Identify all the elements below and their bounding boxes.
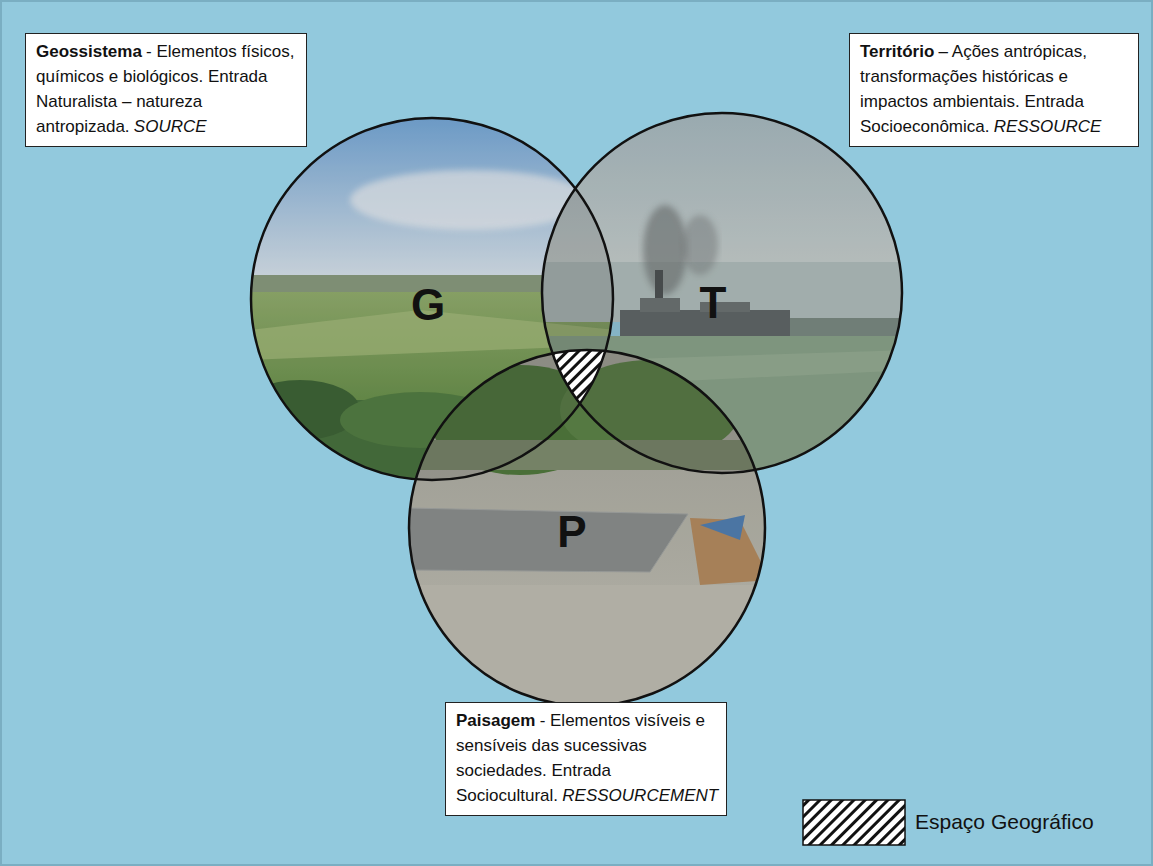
venn-circle: G <box>249 116 615 482</box>
box-text: RESSOURCEMENT <box>562 786 718 805</box>
text-box: Paisagem- Elementos visíveis e sensíveis… <box>445 702 727 816</box>
venn-circle: T <box>540 111 904 475</box>
box-text: RESSOURCE <box>994 117 1102 136</box>
box-text: SOURCE <box>134 117 207 136</box>
box-heading: Paisagem <box>456 711 535 730</box>
box-heading: Território <box>860 42 934 61</box>
circle-outline <box>407 348 767 708</box>
venn-circle: P <box>407 348 767 708</box>
circle-letter: T <box>700 281 727 325</box>
text-box: Território– Ações antrópicas, transforma… <box>849 33 1139 147</box>
circle-letter: G <box>411 283 445 327</box>
circle-letter: P <box>557 510 586 554</box>
text-box: Geossistema- Elementos físicos, químicos… <box>25 33 307 147</box>
box-heading: Geossistema <box>36 42 142 61</box>
legend-swatch <box>803 800 905 845</box>
legend-label: Espaço Geográfico <box>915 810 1094 834</box>
